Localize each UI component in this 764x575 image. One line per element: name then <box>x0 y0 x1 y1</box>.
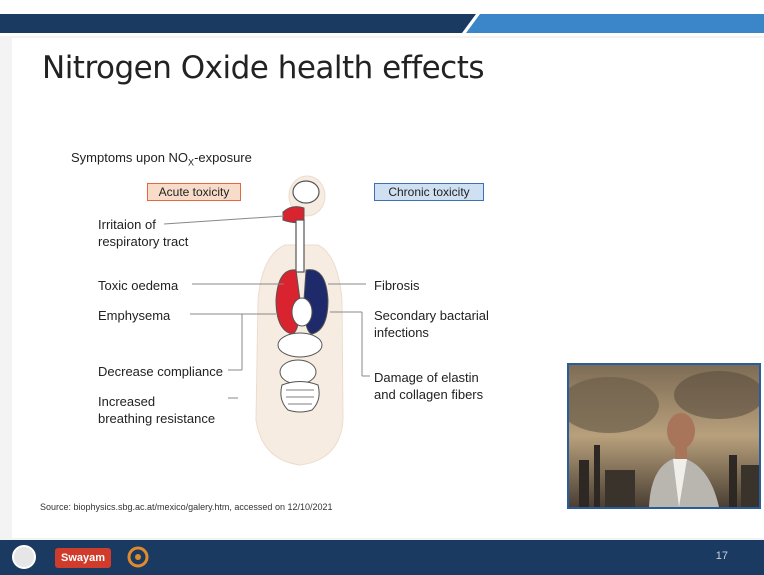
label-emphysema: Emphysema <box>98 307 170 324</box>
label-fibrosis: Fibrosis <box>374 277 420 294</box>
label-increased-resistance: Increased breathing resistance <box>98 393 215 427</box>
nptel-logo-icon <box>127 545 149 569</box>
label-decrease-compliance: Decrease compliance <box>98 363 223 380</box>
page-number: 17 <box>716 550 728 562</box>
brain-icon <box>293 181 319 203</box>
label-secondary-infections: Secondary bactarial infections <box>374 307 489 341</box>
institute-logo-icon <box>12 545 36 569</box>
label-toxic-oedema: Toxic oedema <box>98 277 178 294</box>
source-citation: Source: biophysics.sbg.ac.at/mexico/gale… <box>40 502 333 512</box>
swayam-logo: Swayam <box>55 548 111 568</box>
label-irritation: Irritaion of respiratory tract <box>98 216 188 250</box>
heart-icon <box>292 298 312 326</box>
presenter-video <box>567 363 761 509</box>
footer-bar: Swayam 17 <box>0 540 764 575</box>
presenter-video-frame <box>569 365 759 507</box>
label-damage-elastin: Damage of elastin and collagen fibers <box>374 369 483 403</box>
